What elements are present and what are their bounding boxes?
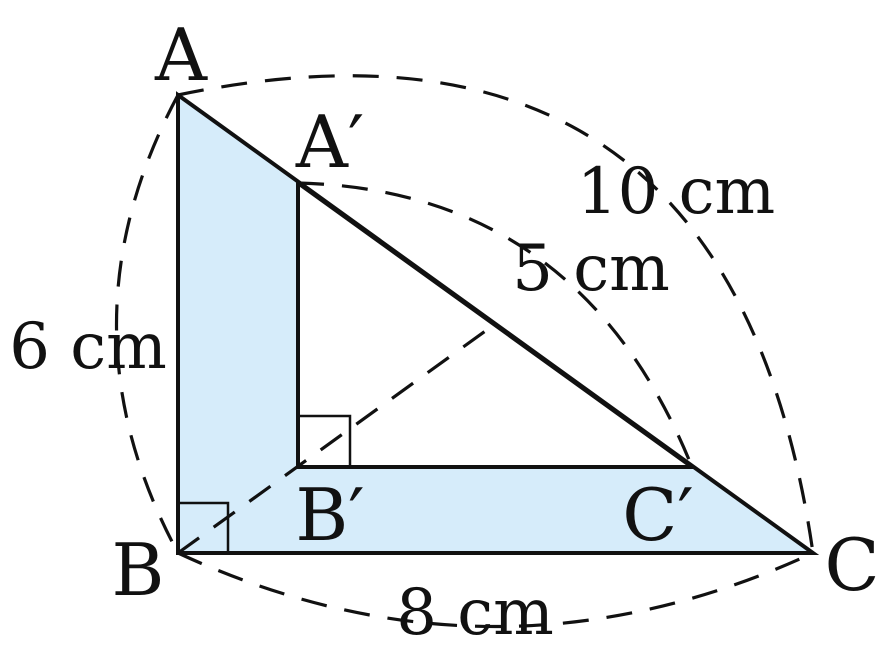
dimension-inner: 5 cm — [512, 232, 670, 306]
median-line — [177, 322, 496, 555]
dimension-bc: 8 cm — [396, 576, 554, 650]
vertex-label-b: B — [112, 528, 165, 612]
dimension-ab: 6 cm — [9, 310, 167, 384]
inner-triangle — [296, 179, 699, 469]
right-angle-mark-b-prime — [298, 414, 352, 467]
dimension-ac: 10 cm — [577, 155, 775, 229]
right-angle-mark-b — [178, 501, 230, 553]
vertex-label-c: C — [824, 523, 879, 607]
arc-ab — [115, 94, 180, 554]
arc-ac — [177, 74, 815, 554]
arc-bc — [177, 551, 814, 628]
vertex-label-c-prime: C′ — [622, 473, 693, 557]
vertex-label-a: A — [154, 13, 208, 97]
vertex-label-b-prime: B′ — [295, 473, 364, 557]
vertex-label-a-prime: A′ — [295, 100, 364, 184]
